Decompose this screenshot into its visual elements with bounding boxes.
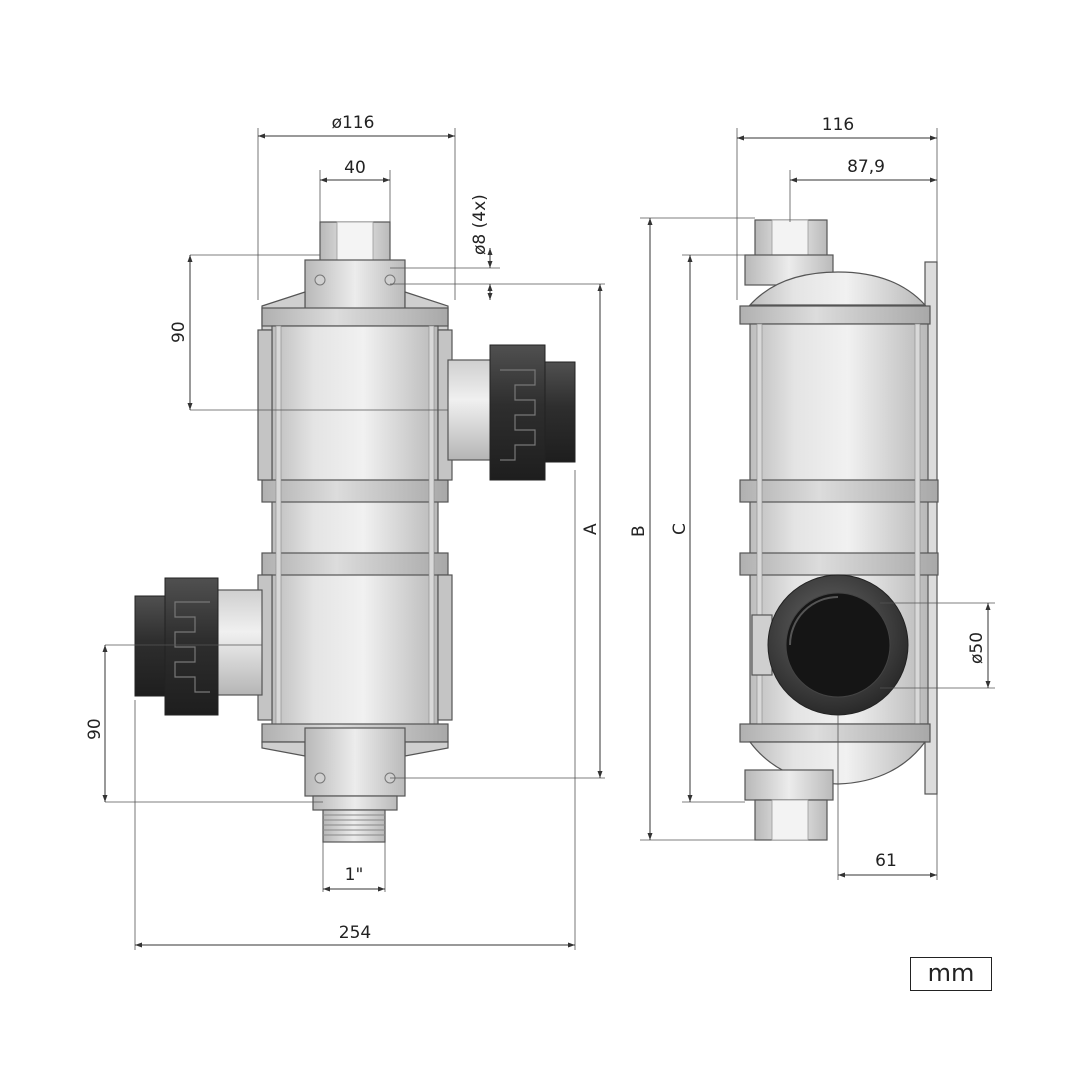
dimension-arrowhead xyxy=(790,177,797,183)
dimension-arrowhead xyxy=(378,886,385,892)
side-dimensions: 116 87,9 B C ø50 61 xyxy=(629,115,995,880)
side-depth-label: 87,9 xyxy=(847,157,885,177)
side-width-label: 116 xyxy=(822,115,854,135)
dimension-arrowhead xyxy=(985,681,991,688)
dimension-arrowhead xyxy=(647,833,653,840)
dimension-arrowhead xyxy=(487,293,493,300)
dimension-arrowhead xyxy=(487,261,493,268)
dimension-arrowhead xyxy=(597,284,603,291)
mounting-hole xyxy=(314,772,326,784)
side-top-dome xyxy=(748,271,927,306)
side-pipe-opening xyxy=(751,574,909,716)
dimension-arrowhead xyxy=(687,795,693,802)
front-view xyxy=(134,221,576,843)
side-offset-label: 61 xyxy=(875,851,897,871)
dimension-arrowhead xyxy=(647,218,653,225)
dimension-arrowhead xyxy=(187,255,193,262)
lower-offset-label: 90 xyxy=(85,718,105,740)
front-diameter-label: ø116 xyxy=(332,113,375,133)
thread-size-label: 1" xyxy=(345,865,364,885)
dimension-arrowhead xyxy=(687,255,693,262)
dimension-arrowhead xyxy=(102,795,108,802)
length-b-label: B xyxy=(629,525,649,537)
dimension-arrowhead xyxy=(568,942,575,948)
dimension-arrowhead xyxy=(135,942,142,948)
dimension-arrowhead xyxy=(985,603,991,610)
dimension-arrowhead xyxy=(838,872,845,878)
dimension-arrowhead xyxy=(597,771,603,778)
overall-width-label: 254 xyxy=(339,923,371,943)
front-dimensions: ø116 40 ø8 (4x) 90 90 A 1" xyxy=(85,113,605,950)
mounting-hole xyxy=(384,274,396,286)
dimension-arrowhead xyxy=(448,133,455,139)
mounting-hole-label: ø8 (4x) xyxy=(470,194,490,255)
front-right-pipe xyxy=(447,344,576,481)
dimension-arrowhead xyxy=(930,177,937,183)
front-tie-rod xyxy=(428,325,435,727)
connector-width-label: 40 xyxy=(344,158,366,178)
length-a-label: A xyxy=(581,523,601,535)
front-tie-rod xyxy=(275,325,282,727)
front-body xyxy=(271,325,439,727)
front-top-nut xyxy=(319,221,391,263)
upper-offset-label: 90 xyxy=(169,321,189,343)
dimension-arrowhead xyxy=(320,177,327,183)
front-band xyxy=(261,552,449,576)
dimension-arrowhead xyxy=(487,248,493,255)
dimension-arrowhead xyxy=(737,135,744,141)
dimension-arrows xyxy=(102,133,991,948)
dimension-arrowhead xyxy=(487,284,493,291)
mounting-hole xyxy=(314,274,326,286)
pipe-diameter-label: ø50 xyxy=(967,632,987,664)
dimension-arrowhead xyxy=(187,403,193,410)
dimension-arrowhead xyxy=(930,872,937,878)
dimension-arrowhead xyxy=(323,886,330,892)
front-band xyxy=(261,479,449,503)
unit-label: mm xyxy=(910,957,992,991)
dimension-arrowhead xyxy=(383,177,390,183)
front-bottom-flange xyxy=(304,727,406,797)
side-view xyxy=(739,219,939,841)
dimension-arrowhead xyxy=(102,645,108,652)
dimension-arrowhead xyxy=(258,133,265,139)
length-c-label: C xyxy=(670,523,690,535)
dimension-arrowhead xyxy=(930,135,937,141)
front-bottom-thread xyxy=(312,795,398,843)
front-left-pipe xyxy=(134,577,263,716)
